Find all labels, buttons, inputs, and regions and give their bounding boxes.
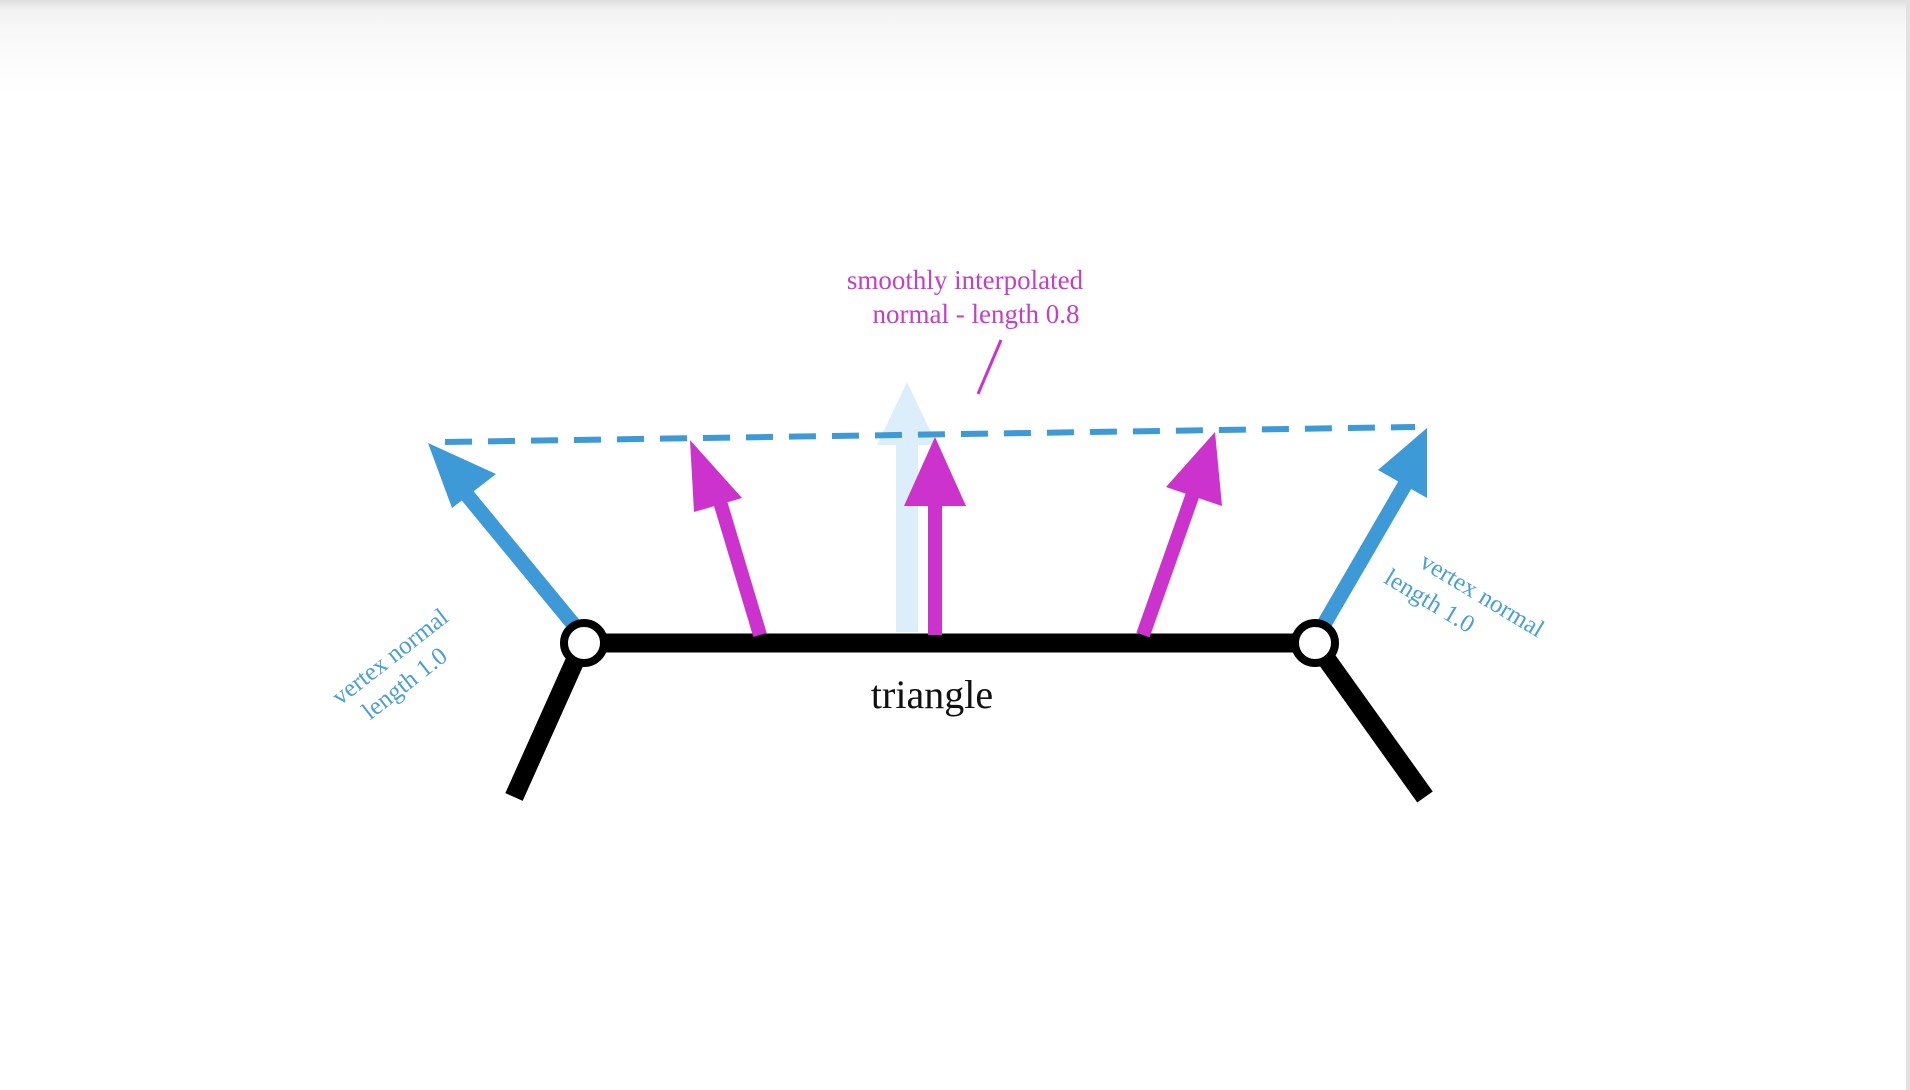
right-edge-border bbox=[1906, 0, 1910, 1090]
left-vertex-normal-head bbox=[428, 443, 496, 508]
triangle-right-edge bbox=[1307, 637, 1433, 803]
interp-label-line1: smoothly interpolated bbox=[847, 265, 1084, 295]
left-vertex-normal-arrow bbox=[428, 443, 580, 630]
interpolated-normal-shaft-1 bbox=[711, 492, 767, 638]
interpolated-normal-arrow-2 bbox=[904, 437, 966, 635]
interpolated-normal-head-1 bbox=[690, 440, 742, 512]
ghost-normal-arrow bbox=[877, 382, 937, 632]
right-vertex-normal-head bbox=[1378, 428, 1427, 498]
ghost-normal-head bbox=[877, 382, 937, 445]
triangle-left-edge bbox=[505, 639, 592, 801]
left-vertex-point bbox=[560, 619, 608, 667]
triangle-label: triangle bbox=[871, 672, 993, 717]
interp-callout-pointer bbox=[976, 339, 1003, 395]
right-vertex-normal-shaft bbox=[1316, 479, 1413, 630]
interp-label-line2: normal - length 0.8 bbox=[873, 299, 1080, 329]
right-vertex-label: vertex normal length 1.0 bbox=[1380, 548, 1549, 643]
interpolated-normal-head-2 bbox=[904, 437, 966, 506]
interpolated-normal-arrow-1 bbox=[690, 440, 767, 638]
top-shadow bbox=[0, 0, 1910, 95]
interpolated-normal-arrow-3 bbox=[1136, 432, 1222, 638]
interpolated-normal-shaft-3 bbox=[1136, 485, 1202, 638]
left-vertex-normal-shaft bbox=[456, 484, 580, 630]
interpolation-dashed-line bbox=[444, 424, 1416, 445]
triangle-edges bbox=[505, 633, 1433, 803]
right-vertex-point bbox=[1291, 619, 1339, 667]
left-vertex-label: vertex normal length 1.0 bbox=[327, 603, 454, 725]
interpolated-normal-head-3 bbox=[1166, 432, 1222, 506]
right-vertex-normal-arrow bbox=[1316, 428, 1427, 630]
